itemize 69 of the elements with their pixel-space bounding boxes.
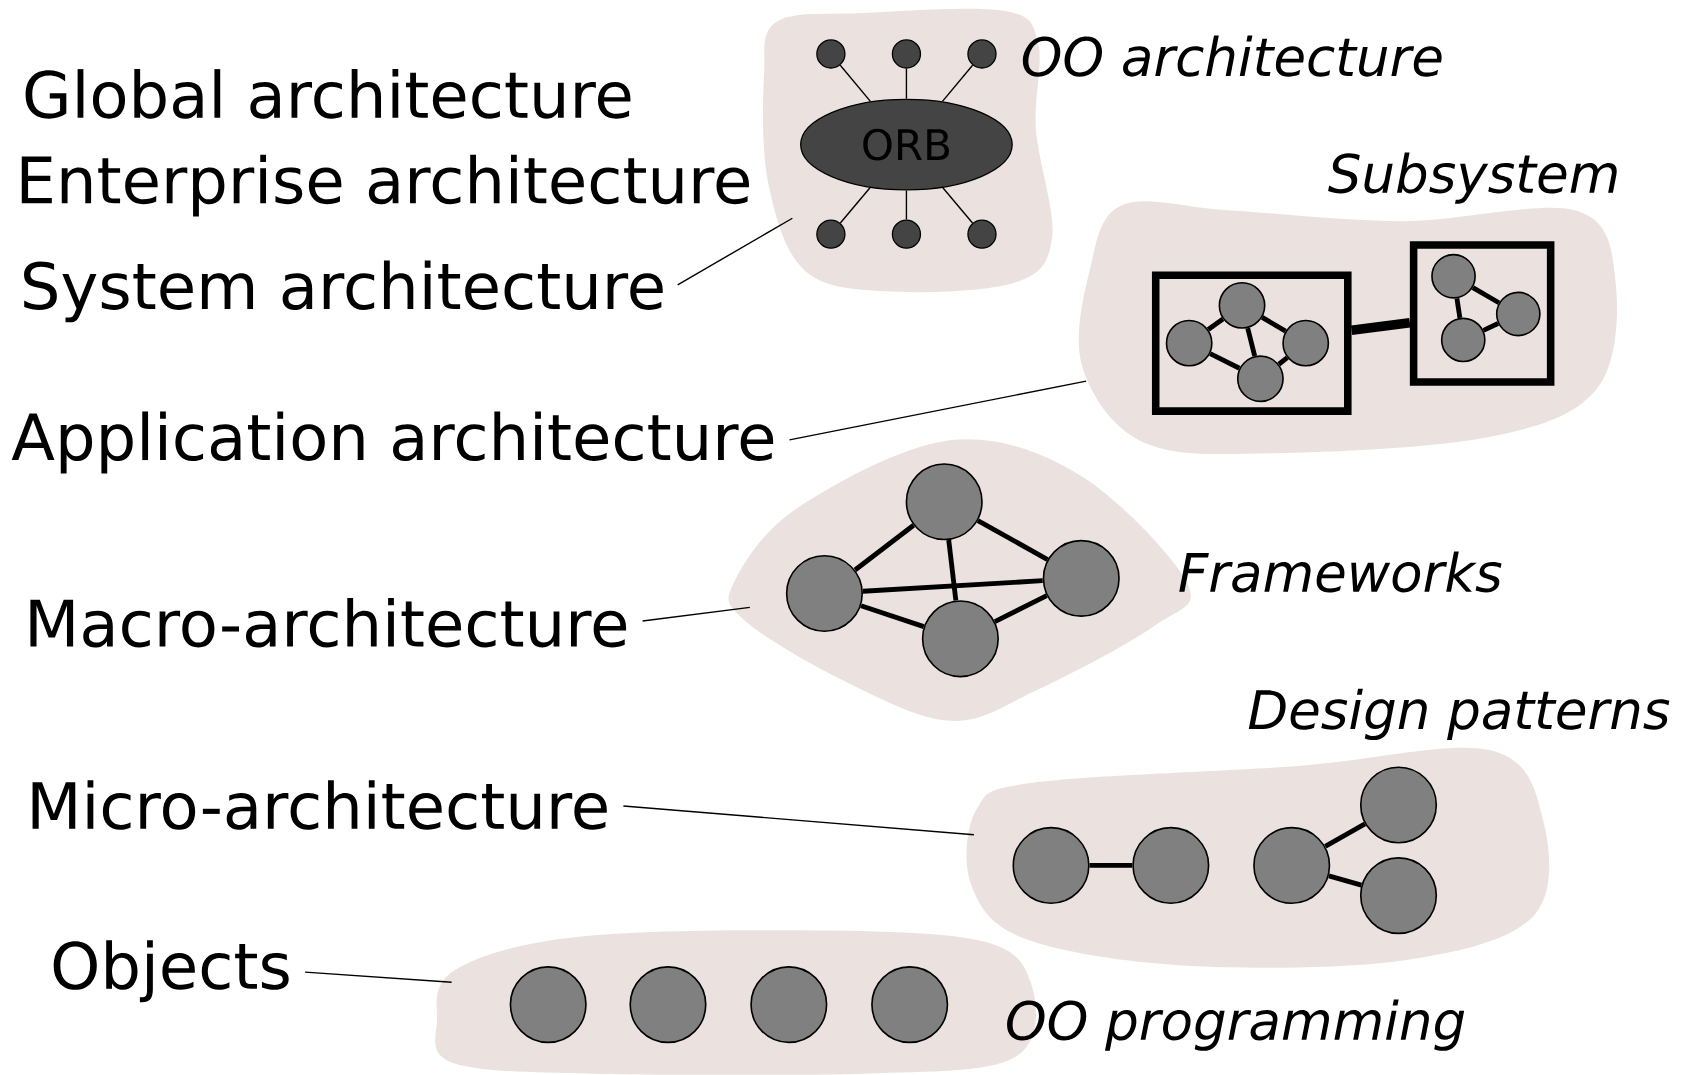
circle [921,600,999,678]
level-label: Objects [53,940,289,1003]
link-line [1245,327,1258,357]
link-line [862,578,1043,594]
link-line [946,539,959,601]
square-frame [1409,241,1555,386]
circle [1218,282,1266,329]
link-line [905,190,908,221]
level-label: Enterprise architecture [21,154,749,217]
link-line [1209,351,1241,371]
circle [1440,317,1486,363]
dot [967,39,997,69]
link-line [941,64,974,103]
link-line [839,187,871,224]
dot [816,219,846,249]
blob-caption: Design patterns [1248,688,1670,741]
link-line [905,68,908,100]
circle [905,463,983,541]
link-line [1454,298,1463,319]
circle [1282,319,1330,367]
link-line [1206,317,1225,332]
leader-line [788,380,1087,441]
link-line [853,523,916,573]
circle [1236,355,1284,403]
circle [1495,291,1541,337]
circle [509,966,587,1044]
dot [967,219,997,249]
link-line [1261,315,1287,334]
link-line [1089,863,1133,868]
circle [1012,826,1090,905]
dot [816,39,846,69]
link-line [993,593,1048,624]
square-frame [1151,271,1352,415]
link-line [1328,873,1363,888]
blob-caption: Frameworks [1179,551,1502,593]
link-line [860,603,925,630]
link-line [1471,285,1501,305]
circle [750,966,828,1044]
dot [891,219,922,249]
circle [1042,539,1120,618]
circle [1359,857,1438,935]
circle [1431,254,1476,299]
dot [891,39,922,69]
circle [1359,766,1438,844]
link-line [1482,321,1500,333]
circle [785,555,863,633]
level-label: System architecture [24,260,663,323]
circle [871,966,949,1044]
circle [1253,826,1331,905]
blob-caption: OO architecture [1022,35,1442,77]
leader-line [676,217,794,286]
blob-caption: Subsystem [1328,152,1617,204]
link-line [839,64,872,103]
level-label: Micro-architecture [32,780,607,830]
link-line [1324,822,1367,849]
circle [1132,826,1210,905]
leader-line [641,606,751,622]
level-label: Application architecture [11,411,774,474]
link-line [1277,355,1289,367]
level-label: Global architecture [25,69,631,119]
leader-line [304,971,453,984]
link-line [942,187,974,224]
circle [1165,319,1213,367]
level-label: Macro-architecture [30,598,627,648]
link-line [1350,318,1411,336]
blob-caption: OO programming [1007,999,1465,1051]
leader-line [622,805,975,836]
link-line [976,518,1049,562]
circle [629,966,707,1044]
